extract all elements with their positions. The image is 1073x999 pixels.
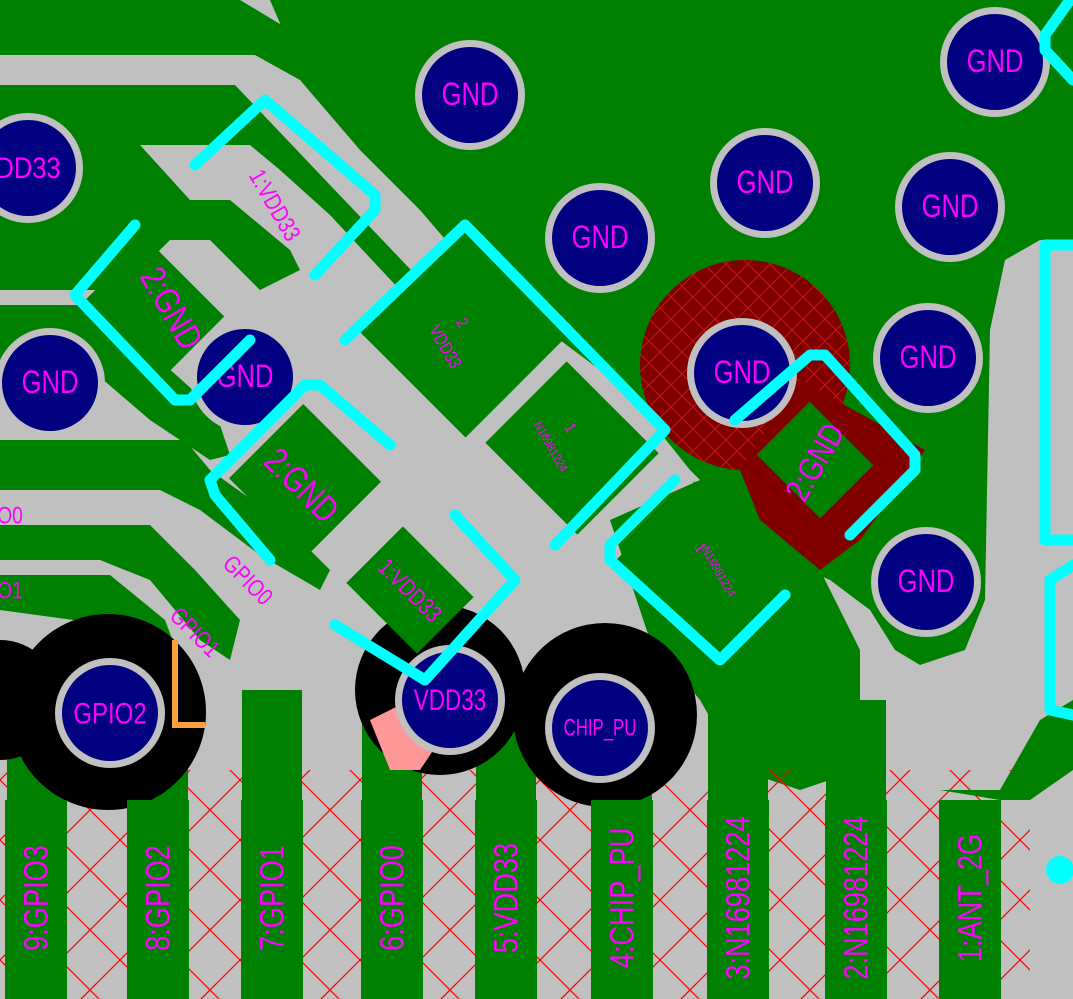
header-pin: 8:GPIO2 (127, 800, 189, 999)
component-pad (756, 401, 874, 519)
header-pin: 3:N16981224 (707, 800, 769, 999)
outline-c1 (189, 94, 381, 281)
header-pin-label: 7:GPIO1 (253, 845, 292, 951)
via-label: GND (967, 44, 1024, 79)
via-label: GPIO2 (73, 696, 146, 730)
header-pin: 4:CHIP_PU (591, 800, 653, 999)
outline-c8 (1039, 0, 1073, 86)
component-pad (613, 481, 787, 655)
outline-c5 (339, 219, 671, 551)
header-pin-label: 4:CHIP_PU (603, 828, 642, 968)
cyan-marker (1046, 856, 1073, 884)
outline-c9 (1039, 239, 1073, 546)
via-label: GND (922, 189, 979, 224)
via-gnd: GND (895, 152, 1005, 262)
orange-trace (172, 640, 205, 728)
header-pin: 1:ANT_2G (939, 800, 1001, 999)
via-vdd33: VDD33 (395, 645, 505, 755)
net-label: O0 (0, 501, 23, 529)
outline-c6 (604, 474, 791, 666)
header-pin-label: 6:GPIO0 (373, 845, 412, 951)
header-pin: 2:N16981224 (825, 800, 887, 999)
header-pin: 5:VDD33 (475, 800, 537, 999)
outline-c7 (729, 349, 921, 541)
via-gnd: GND (0, 328, 105, 438)
via-label: GND (898, 564, 955, 599)
header-pins: 9:GPIO3 8:GPIO2 7:GPIO1 6:GPIO0 5:VDD33 4:CHI… (5, 800, 1001, 999)
header-pin-label: 2:N16981224 (837, 816, 876, 979)
header-pin-label: 9:GPIO3 (17, 845, 56, 951)
outline-c3 (204, 379, 396, 566)
outline-c4 (329, 509, 521, 686)
via-label: GND (900, 340, 957, 375)
via-label: GND (737, 165, 794, 200)
header-pin: 7:GPIO1 (241, 800, 303, 999)
via-label: GND (442, 77, 499, 112)
via-gnd: GND (545, 183, 655, 293)
header-pin-label: 3:N16981224 (719, 816, 758, 979)
header-pin-label: 1:ANT_2G (951, 834, 990, 962)
header-pin-label: 8:GPIO2 (139, 845, 178, 951)
via-label: GND (572, 220, 629, 255)
via-label: CHIP_PU (564, 715, 637, 742)
component-pad (346, 526, 474, 654)
header-pin-label: 5:VDD33 (487, 843, 526, 953)
via-chip-pu: CHIP_PU (545, 673, 655, 783)
component-pad (485, 361, 659, 535)
via-dd33: DD33 (0, 113, 83, 223)
via-gnd: GND (415, 40, 525, 150)
outline-c10 (1044, 559, 1073, 721)
via-gpio2: GPIO2 (55, 658, 165, 768)
component-pad (228, 403, 382, 557)
via-label: DD33 (0, 151, 61, 184)
outline-c2 (69, 219, 256, 406)
via-label: GND (714, 355, 771, 390)
component-pads: 1:VDD332:GND2:GND2VDD331N169812241N16981… (75, 164, 874, 655)
component-outlines (69, 0, 1073, 721)
via-gnd: GND (873, 303, 983, 413)
header-pin: 6:GPIO0 (361, 800, 423, 999)
via-gnd: GND (710, 128, 820, 238)
net-label: O1 (0, 576, 23, 604)
via-label: GND (22, 365, 79, 400)
header-pin: 9:GPIO3 (5, 800, 67, 999)
via-label: VDD33 (414, 683, 486, 717)
via-gnd: GND (940, 7, 1050, 117)
via-gnd: GND (871, 527, 981, 637)
component-pad (75, 238, 225, 388)
